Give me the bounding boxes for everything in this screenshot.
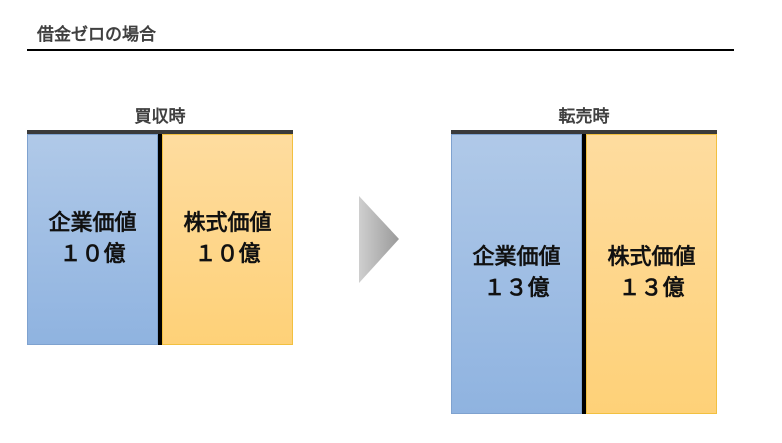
before-equity-value-box: 株式価値 １０億 bbox=[162, 134, 293, 345]
after-enterprise-value-box: 企業価値 １３億 bbox=[451, 134, 582, 414]
arrow-right-icon bbox=[359, 196, 399, 283]
after-equity-value-box: 株式価値 １３億 bbox=[586, 134, 717, 414]
after-divider bbox=[582, 134, 586, 414]
before-enterprise-value-box: 企業価値 １０億 bbox=[27, 134, 158, 345]
after-label: 転売時 bbox=[558, 107, 610, 127]
before-divider bbox=[158, 134, 162, 345]
before-label: 買収時 bbox=[134, 107, 186, 127]
after-top-bar bbox=[451, 130, 717, 134]
page-title: 借金ゼロの場合 bbox=[37, 25, 156, 45]
before-top-bar bbox=[27, 130, 293, 134]
title-underline bbox=[27, 49, 734, 51]
